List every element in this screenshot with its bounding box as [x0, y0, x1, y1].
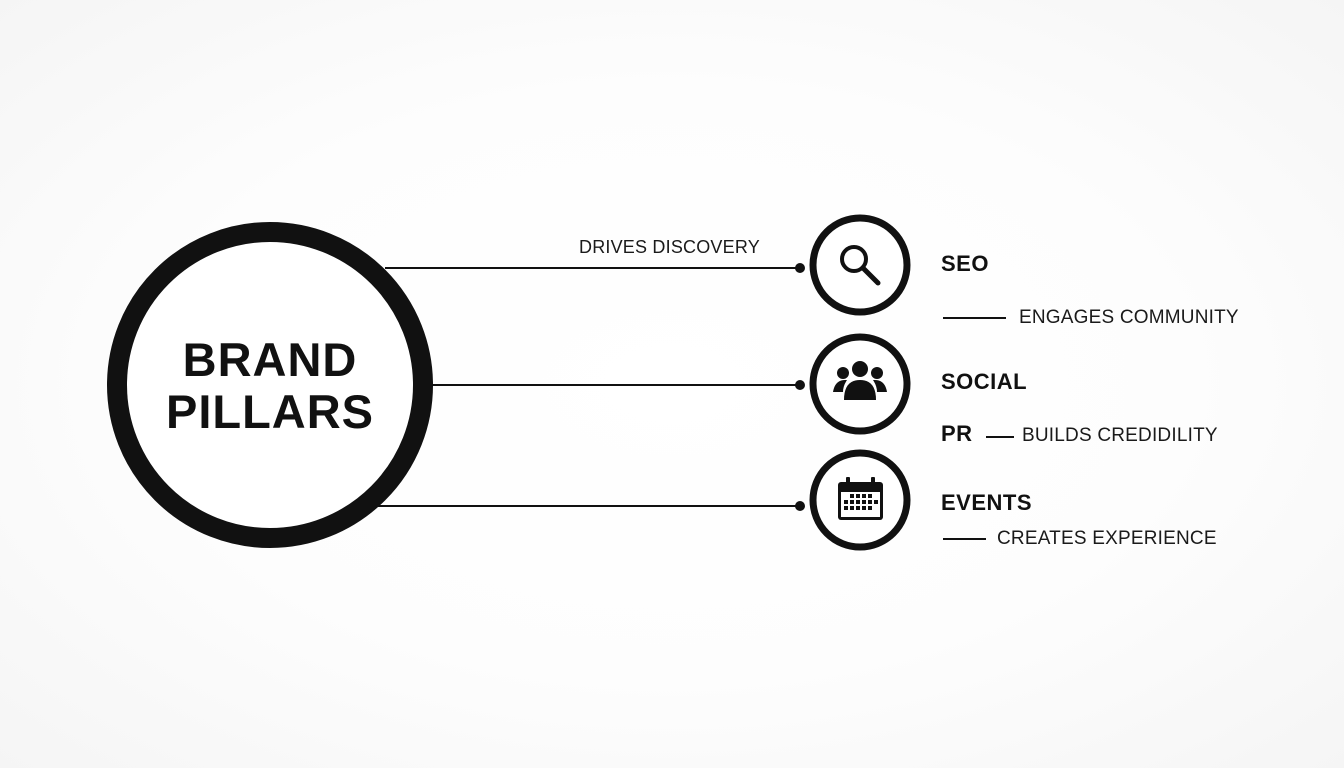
connector-label: DRIVES DISCOVERY [579, 237, 760, 257]
brand-pillars-circle [107, 222, 433, 548]
social-node-circle[interactable] [809, 333, 911, 435]
pr-caption: BUILDS CREDIDILITY [1022, 425, 1218, 446]
title-line-2: PILLARS [165, 385, 375, 438]
seo-caption: ENGAGES COMMUNITY [1019, 307, 1239, 328]
people-icon [833, 361, 887, 400]
pr-label: PR [941, 421, 973, 446]
seo-label: SEO [941, 251, 989, 276]
events-label: EVENTS [941, 490, 1033, 515]
pr-caption-dash [986, 436, 1014, 438]
social-label: SOCIAL [941, 369, 1028, 394]
title-line-1: BRAND [182, 333, 358, 386]
seo-caption-dash [943, 317, 1006, 319]
connector-dot-social [795, 380, 805, 390]
events-caption-dash [943, 538, 986, 540]
seo-node-circle[interactable] [809, 214, 911, 316]
events-node-circle[interactable] [809, 449, 911, 551]
calendar-icon [838, 477, 883, 520]
search-icon [840, 245, 881, 286]
brand-pillars-title: BRAND PILLARS [120, 334, 420, 438]
connector-dot-seo [795, 263, 805, 273]
connector-dot-events [795, 501, 805, 511]
events-caption: CREATES EXPERIENCE [997, 528, 1217, 549]
